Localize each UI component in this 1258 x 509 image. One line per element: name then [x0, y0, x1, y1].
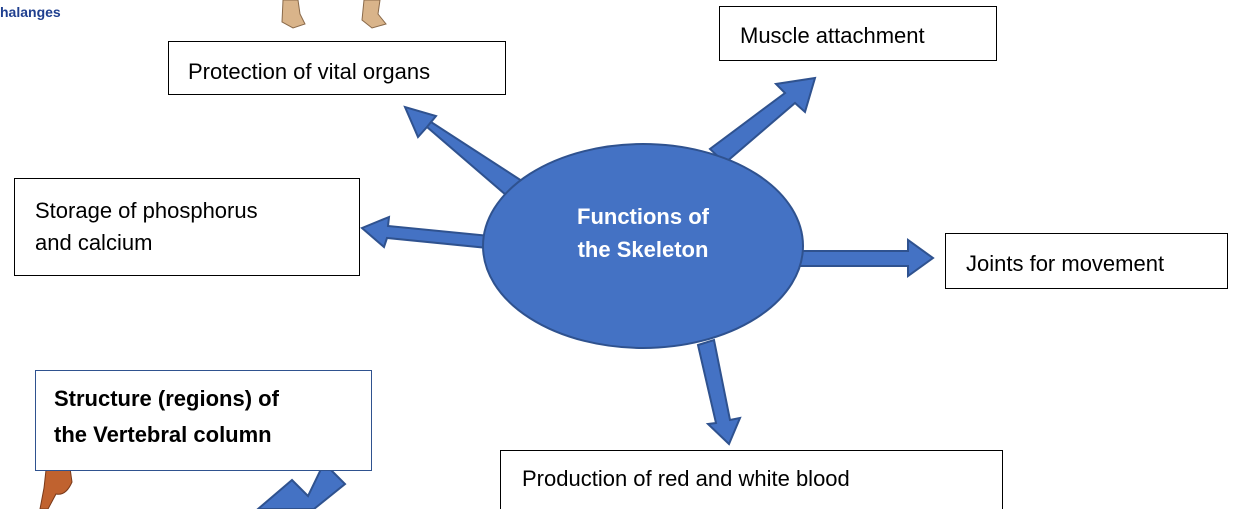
center-title-line1: Functions of	[543, 200, 743, 233]
node-structure: Structure (regions) of the Vertebral col…	[35, 370, 372, 471]
arrow-storage	[362, 217, 490, 248]
node-muscle: Muscle attachment	[719, 6, 997, 61]
node-storage-line1: Storage of phosphorus	[35, 195, 359, 227]
center-title-line2: the Skeleton	[543, 233, 743, 266]
arrow-joints	[800, 240, 933, 276]
arrow-muscle	[710, 78, 815, 163]
node-structure-line2: the Vertebral column	[54, 417, 371, 453]
node-structure-line1: Structure (regions) of	[54, 381, 371, 417]
node-protection: Protection of vital organs	[168, 41, 506, 95]
node-joints: Joints for movement	[945, 233, 1228, 289]
node-storage-line2: and calcium	[35, 227, 359, 259]
phalanges-label: halanges	[0, 4, 61, 20]
node-blood: Production of red and white blood	[500, 450, 1003, 509]
center-title: Functions of the Skeleton	[543, 200, 743, 266]
node-storage: Storage of phosphorus and calcium	[14, 178, 360, 276]
arrow-protection	[405, 107, 522, 195]
arrow-blood	[698, 340, 740, 444]
vertebra-image	[40, 464, 72, 509]
foot-bones-image	[282, 0, 386, 28]
